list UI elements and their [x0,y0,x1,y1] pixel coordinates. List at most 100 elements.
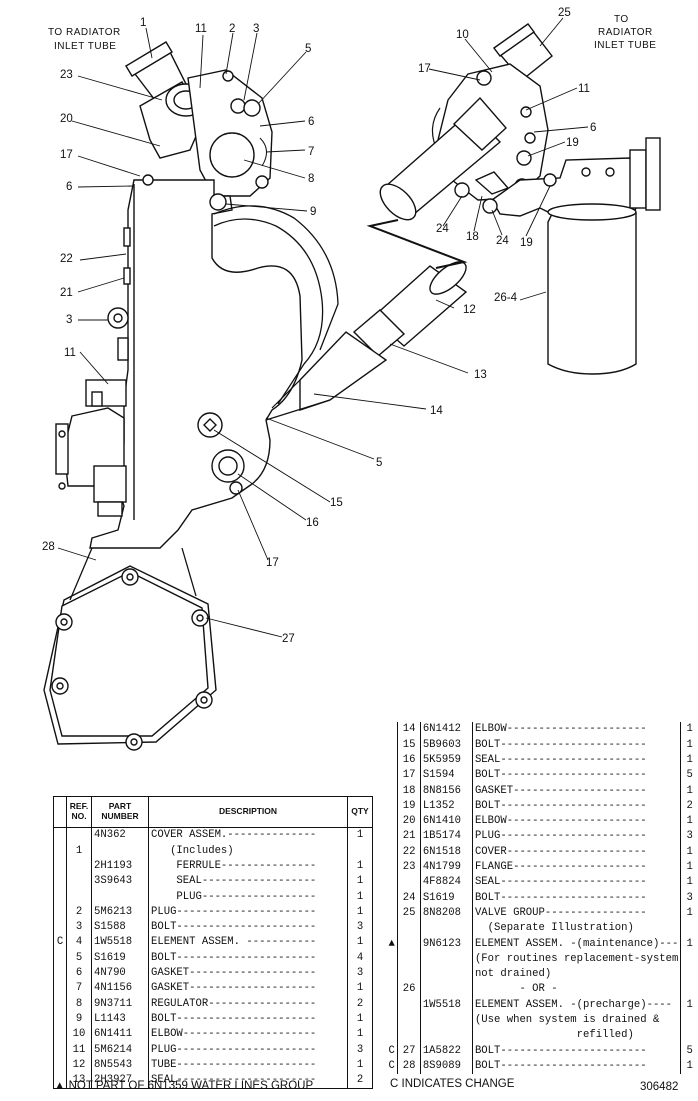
parts-list-table-left: REF. NO. PART NUMBER DESCRIPTION QTY 4N3… [53,796,373,1090]
row-ref-number [397,1012,421,1028]
row-ref-number: 23 [397,859,421,875]
row-quantity: 1 [347,889,373,905]
row-mark [386,768,398,783]
table-header-row: REF. NO. PART NUMBER DESCRIPTION QTY [53,796,373,828]
row-description: BOLT----------------------- [471,737,681,753]
row-ref-number: 12 [66,1057,92,1073]
row-ref-number: 8 [66,996,92,1012]
row-quantity: 2 [347,1072,373,1089]
row-quantity: 1 [680,844,698,860]
row-description: ELBOW---------------------- [471,813,681,830]
callout-1: 1 [140,17,146,29]
row-mark [386,737,398,752]
row-mark [54,859,67,874]
row-quantity: 1 [347,935,373,951]
row-part-number: S1588 [91,919,149,936]
row-part-number: 6N1518 [419,844,473,860]
row-description: COVER---------------------- [471,844,681,860]
callout-numbers: 1 11 2 3 5 23 20 6 7 8 17 6 9 22 21 3 11… [42,7,596,645]
row-mark [54,1012,67,1027]
mounting-flange [43,547,217,751]
row-description: GASKET--------------------- [471,783,681,799]
table-row: 2H1193 FERRULE---------------1 [54,858,373,874]
row-description: (Includes) [148,843,348,859]
row-part-number: 1W5518 [419,997,473,1013]
row-quantity: 1 [680,936,698,952]
row-description: BOLT---------------------- [148,919,348,936]
row-quantity [680,920,698,937]
callout-23: 23 [60,69,73,81]
table-row: (For routines replacement-system [386,951,698,967]
callout-3: 3 [253,23,259,35]
row-part-number: 1B5174 [419,829,473,845]
row-ref-number [397,951,421,967]
figure-number: 306482 [640,1081,679,1093]
callout-6c: 6 [590,122,596,134]
row-part-number: 9N6123 [419,936,473,952]
row-part-number: 2H1193 [91,858,149,874]
row-ref-number: 20 [397,813,421,830]
callout-17b: 17 [266,557,279,569]
row-part-number: L1143 [91,1011,149,1027]
callout-28: 28 [42,541,55,553]
row-mark [54,981,67,996]
row-mark [386,783,398,798]
row-description: BOLT---------------------- [148,1011,348,1027]
row-mark [54,843,67,858]
row-mark [54,874,67,889]
table-row: 1 (Includes) [54,843,373,859]
row-part-number: 1W5518 [91,935,149,951]
row-mark [386,982,398,997]
callout-15: 15 [330,497,343,509]
row-mark [54,1057,67,1072]
row-description: PLUG---------------------- [148,1042,348,1058]
footnote-indicates-change: C INDICATES CHANGE [390,1078,515,1090]
row-ref-number [397,966,421,983]
callout-leaders [57,17,589,638]
row-mark [386,921,398,936]
row-part-number: 4N790 [91,965,149,981]
row-mark [386,951,398,966]
row-part-number [419,920,473,937]
row-description: BOLT----------------------- [471,1058,681,1074]
row-part-number: 8N5543 [91,1057,149,1073]
callout-19: 19 [566,137,579,149]
row-ref-number: 10 [66,1026,92,1043]
callout-6b: 6 [66,181,72,193]
row-part-number: 9N3711 [91,996,149,1012]
header-part: PART NUMBER [91,796,149,828]
row-description: ELBOW--------------------- [148,1026,348,1043]
callout-11c: 11 [578,83,590,95]
row-description: ELEMENT ASSEM. -(precharge)---- [471,997,681,1013]
row-part-number: 5B9603 [419,737,473,753]
row-part-number: S1619 [419,890,473,906]
row-ref-number [397,997,421,1013]
row-mark: ▲ [388,937,395,950]
row-ref-number: 17 [397,767,421,784]
row-mark [54,966,67,981]
row-mark [54,1027,67,1042]
row-mark [386,875,398,890]
callout-11: 11 [195,23,207,35]
row-part-number [419,1027,473,1044]
row-mark [386,829,398,844]
row-mark [386,814,398,829]
row-description: BOLT---------------------- [148,950,348,966]
row-description: PLUG------------------ [148,889,348,905]
row-quantity [347,843,373,859]
row-description: (Use when system is drained & [471,1012,681,1028]
row-ref-number: 14 [397,722,421,738]
row-quantity: 1 [347,1011,373,1027]
